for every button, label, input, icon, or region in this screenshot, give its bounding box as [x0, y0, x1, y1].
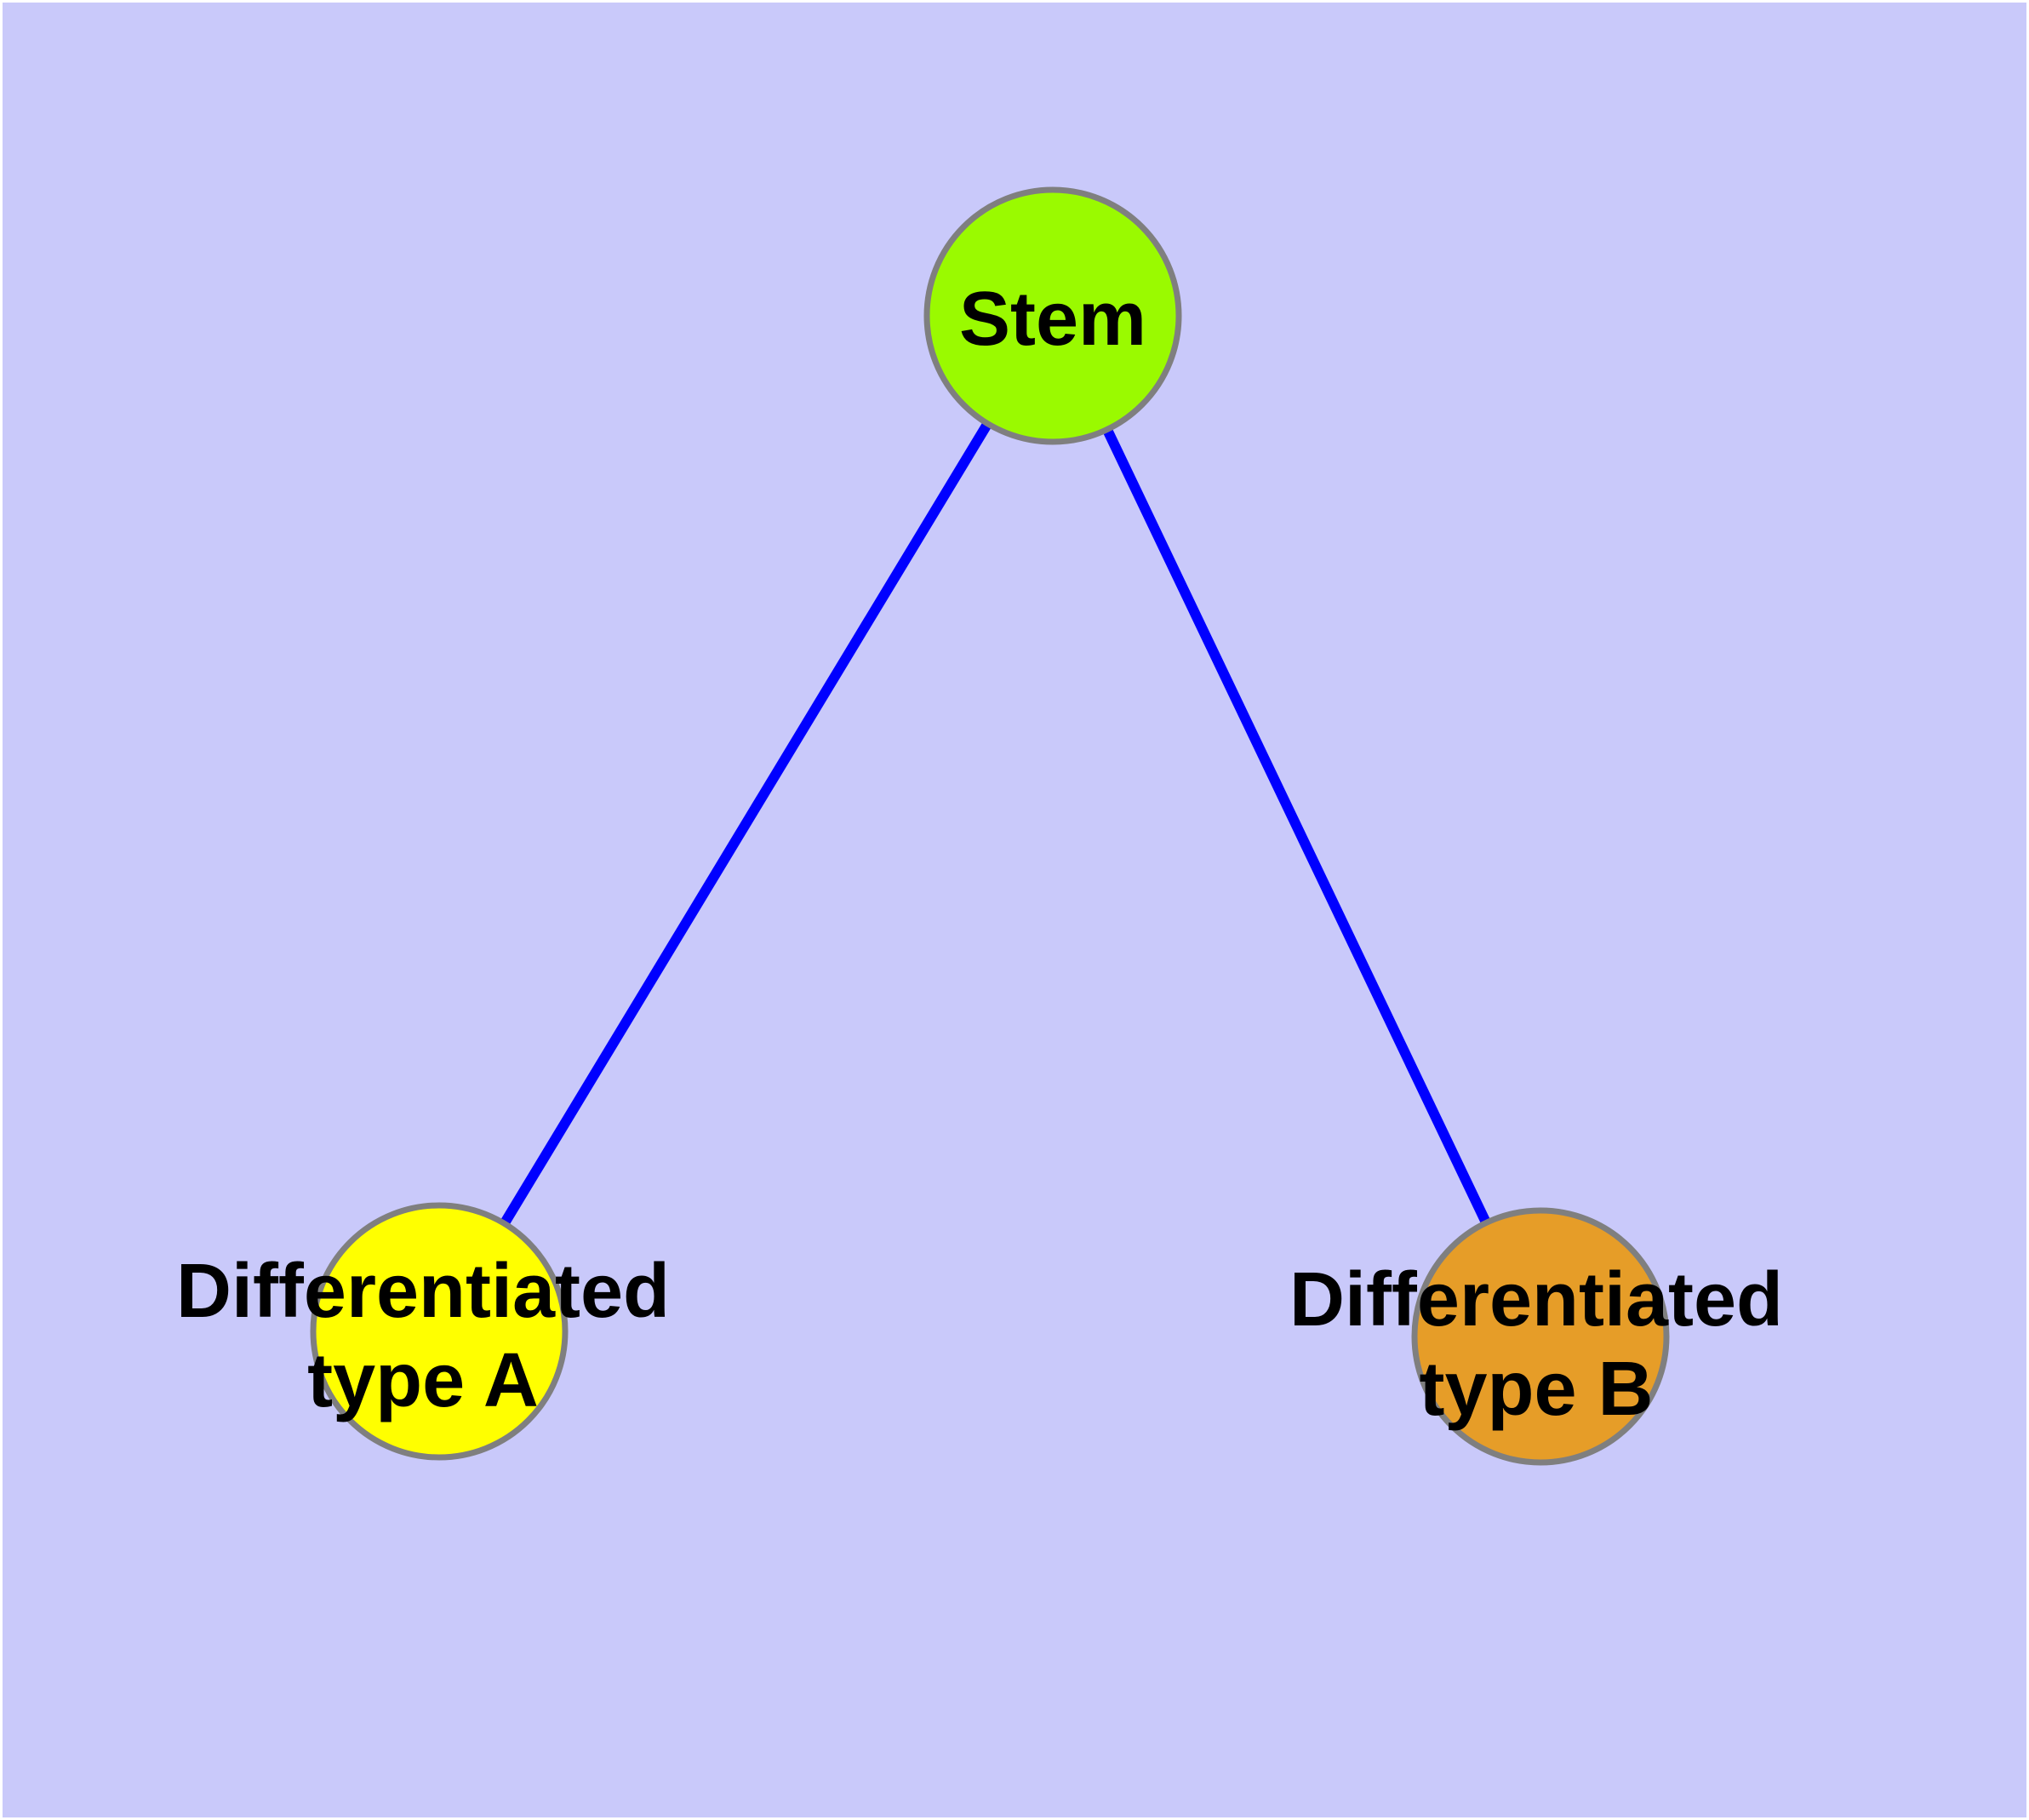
- node-type-a-label-line1: Differentiated: [176, 1249, 670, 1334]
- node-stem-label: Stem: [959, 277, 1146, 362]
- nodes: [310, 186, 1670, 1466]
- node-labels: Stem Differentiated type A Differentiate…: [176, 277, 1783, 1432]
- node-type-b-circle: [1411, 1207, 1670, 1466]
- node-type-a-label-line2: type A: [307, 1338, 539, 1423]
- edges: [434, 312, 1546, 1339]
- edge-stem-to-type-a: [434, 312, 1058, 1335]
- node-type-b-label-line1: Differentiated: [1289, 1257, 1783, 1342]
- node-type-b-label-line2: type B: [1419, 1347, 1653, 1432]
- node-stem-circle: [923, 186, 1182, 445]
- edge-stem-to-type-b: [1048, 313, 1546, 1339]
- node-type-a-circle: [310, 1202, 569, 1461]
